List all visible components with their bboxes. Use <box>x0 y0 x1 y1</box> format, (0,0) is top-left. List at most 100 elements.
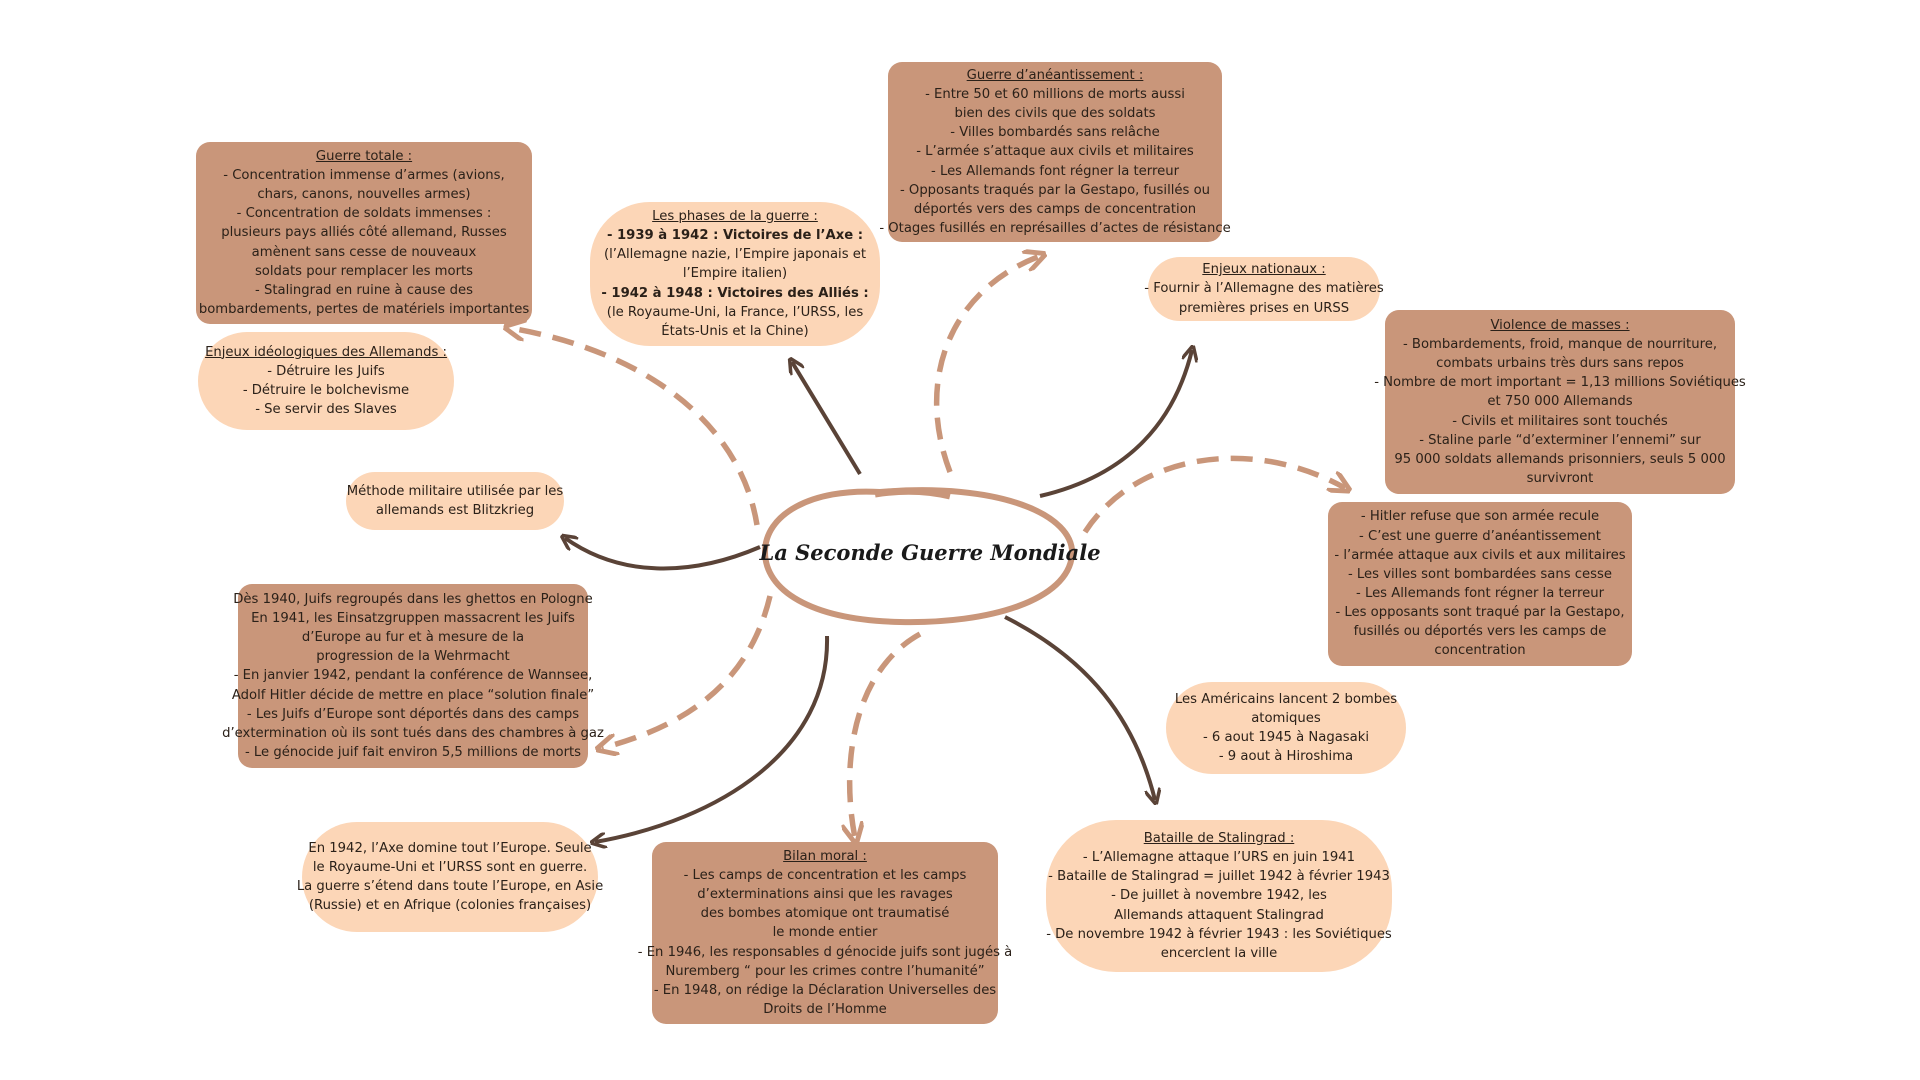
node-line: - Bombardements, froid, manque de nourri… <box>1402 337 1718 353</box>
node-enjeux-nationaux: Enjeux nationaux : - Fournir à l’Allemag… <box>1144 257 1384 321</box>
node-title: Guerre totale : <box>315 148 413 164</box>
node-line: le monde entier <box>772 925 878 941</box>
node-line: chars, canons, nouvelles armes) <box>257 187 471 203</box>
node-guerre-aneantissement: Guerre d’anéantissement : - Entre 50 et … <box>879 62 1231 242</box>
node-line: soldats pour remplacer les morts <box>254 263 474 279</box>
node-line: l’Empire italien) <box>682 266 788 282</box>
node-line: - Staline parle “d’exterminer l’ennemi” … <box>1419 432 1701 448</box>
node-line: Droits de l’Homme <box>763 1002 887 1017</box>
node-bilan-moral: Bilan moral : - Les camps de concentrati… <box>638 842 1012 1024</box>
node-line: et 750 000 Allemands <box>1487 394 1633 410</box>
node-title: Bataille de Stalingrad : <box>1143 831 1295 846</box>
node-line: bien des civils que des soldats <box>954 106 1156 122</box>
node-line: - Opposants traqués par la Gestapo, fusi… <box>899 182 1210 198</box>
node-line: bombardements, pertes de matériels impor… <box>198 302 530 317</box>
node-line: premières prises en URSS <box>1178 300 1350 316</box>
arrow-enjeux-nationaux <box>1039 350 1192 498</box>
arrow-phases-guerre <box>792 362 862 476</box>
node-line: - Les Allemands font régner la terreur <box>1356 586 1604 601</box>
arrow-blitzkrieg <box>565 538 761 571</box>
node-line: - 9 aout à Hiroshima <box>1218 749 1354 765</box>
node-line: d’Europe au fur et à mesure de la <box>301 630 525 646</box>
node-line: - L’Allemagne attaque l’URS en juin 1941 <box>1082 850 1356 866</box>
node-axe-domine: En 1942, l’Axe domine tout l’Europe. Seu… <box>297 822 603 932</box>
node-line: atomiques <box>1251 710 1321 726</box>
node-line: (le Royaume-Uni, la France, l’URSS, les <box>606 304 864 320</box>
node-bombes-atomiques: Les Américains lancent 2 bombes atomique… <box>1166 682 1406 774</box>
node-line: combats urbains très durs sans repos <box>1436 356 1684 372</box>
node-line: encerclent la ville <box>1160 945 1278 961</box>
node-line: allemands est Blitzkrieg <box>375 503 535 518</box>
node-line: - Nombre de mort important = 1,13 millio… <box>1374 375 1746 391</box>
node-line: - Otages fusillés en représailles d’acte… <box>879 221 1231 236</box>
arrow-hitler-refuse <box>1082 455 1345 534</box>
node-line: progression de la Wehrmacht <box>316 649 510 665</box>
node-line: 95 000 soldats allemands prisonniers, se… <box>1394 451 1726 467</box>
node-line: - Le génocide juif fait environ 5,5 mill… <box>244 745 582 760</box>
arrow-bataille-stalingrad <box>1004 615 1155 800</box>
node-line: déportés vers des camps de concentration <box>913 201 1197 217</box>
node-line: (Russie) et en Afrique (colonies françai… <box>308 898 592 914</box>
node-line: - Détruire le bolchevisme <box>242 383 410 398</box>
node-line: concentration <box>1434 643 1526 659</box>
node-line: - 1939 à 1942 : Victoires de l’Axe : <box>606 228 864 244</box>
node-line: - Civils et militaires sont touchés <box>1452 413 1668 429</box>
node-line: - Les opposants sont traqué par la Gesta… <box>1335 605 1625 621</box>
node-line: La guerre s’étend dans toute l’Europe, e… <box>296 879 604 894</box>
node-line: - Hitler refuse que son armée recule <box>1360 509 1600 525</box>
node-line: - Stalingrad en ruine à cause des <box>255 282 473 298</box>
node-line: plusieurs pays alliés côté allemand, Rus… <box>221 225 507 241</box>
node-title: Violence de masses : <box>1490 317 1630 333</box>
node-line: États-Unis et la Chine) <box>661 323 809 339</box>
node-line: le Royaume-Uni et l’URSS sont en guerre. <box>312 859 588 875</box>
arrow-bilan-moral <box>850 631 922 838</box>
node-line: (l’Allemagne nazie, l’Empire japonais et <box>603 247 867 263</box>
node-line: - Se servir des Slaves <box>255 402 397 418</box>
node-line: Adolf Hitler décide de mettre en place “… <box>231 687 595 703</box>
node-title: Bilan moral : <box>783 848 867 864</box>
node-line: - Concentration immense d’armes (avions, <box>223 168 505 184</box>
node-line: - Les camps de concentration et les camp… <box>683 868 967 884</box>
node-line: des bombes atomique ont traumatisé <box>700 906 950 922</box>
node-title: Les phases de la guerre : <box>652 209 818 225</box>
node-line: d’exterminations ainsi que les ravages <box>697 887 953 903</box>
node-hitler-refuse: - Hitler refuse que son armée recule - C… <box>1328 502 1632 666</box>
node-line: - Bataille de Stalingrad = juillet 1942 … <box>1048 869 1390 885</box>
node-line: - En 1948, on rédige la Déclaration Univ… <box>653 982 997 998</box>
node-line: - De juillet à novembre 1942, les <box>1111 888 1327 904</box>
node-line: - 1942 à 1948 : Victoires des Alliés : <box>601 285 869 301</box>
node-line: Nuremberg “ pour les crimes contre l’hum… <box>665 963 985 979</box>
node-line: survivront <box>1526 471 1594 486</box>
node-line: - En janvier 1942, pendant la conférence… <box>233 668 593 684</box>
node-line: Dès 1940, Juifs regroupés dans les ghett… <box>233 591 593 607</box>
node-bataille-stalingrad: Bataille de Stalingrad : - L’Allemagne a… <box>1046 820 1392 972</box>
arrow-axe-domine <box>595 635 830 842</box>
node-line: fusillés ou déportés vers les camps de <box>1353 624 1607 640</box>
node-line: - Villes bombardés sans relâche <box>950 125 1160 141</box>
node-genocide: Dès 1940, Juifs regroupés dans les ghett… <box>222 584 604 768</box>
node-line: Méthode militaire utilisée par les <box>346 483 564 499</box>
center-title: La Seconde Guerre Mondiale <box>759 539 1101 565</box>
node-line: En 1942, l’Axe domine tout l’Europe. Seu… <box>308 840 592 856</box>
center-ellipse-flourish <box>874 487 951 500</box>
arrow-genocide <box>602 595 773 748</box>
node-line: - Les villes sont bombardées sans cesse <box>1347 566 1613 582</box>
node-line: En 1941, les Einsatzgruppen massacrent l… <box>251 611 575 627</box>
node-line: Les Américains lancent 2 bombes <box>1174 691 1398 707</box>
node-line: - En 1946, les responsables d génocide j… <box>637 944 1013 960</box>
node-line: - L’armée s’attaque aux civils et milita… <box>916 144 1194 160</box>
node-line: d’extermination où ils sont tués dans de… <box>222 725 604 741</box>
node-enjeux-ideologiques: Enjeux idéologiques des Allemands : - Dé… <box>198 332 454 430</box>
node-line: - De novembre 1942 à février 1943 : les … <box>1046 926 1392 942</box>
node-line: amènent sans cesse de nouveaux <box>251 244 477 260</box>
node-line: Allemands attaquent Stalingrad <box>1114 907 1324 923</box>
node-title: Enjeux idéologiques des Allemands : <box>205 344 447 360</box>
node-blitzkrieg: Méthode militaire utilisée par les allem… <box>346 472 564 530</box>
node-phases-guerre: Les phases de la guerre : - 1939 à 1942 … <box>590 202 880 346</box>
node-line: - l’armée attaque aux civils et aux mili… <box>1334 547 1626 563</box>
node-guerre-totale: Guerre totale : - Concentration immense … <box>196 142 532 324</box>
node-line: - C’est une guerre d’anéantissement <box>1359 528 1601 544</box>
node-violence-masses: Violence de masses : - Bombardements, fr… <box>1374 310 1746 494</box>
node-line: - Entre 50 et 60 millions de morts aussi <box>925 87 1185 103</box>
node-title: Enjeux nationaux : <box>1202 262 1326 278</box>
